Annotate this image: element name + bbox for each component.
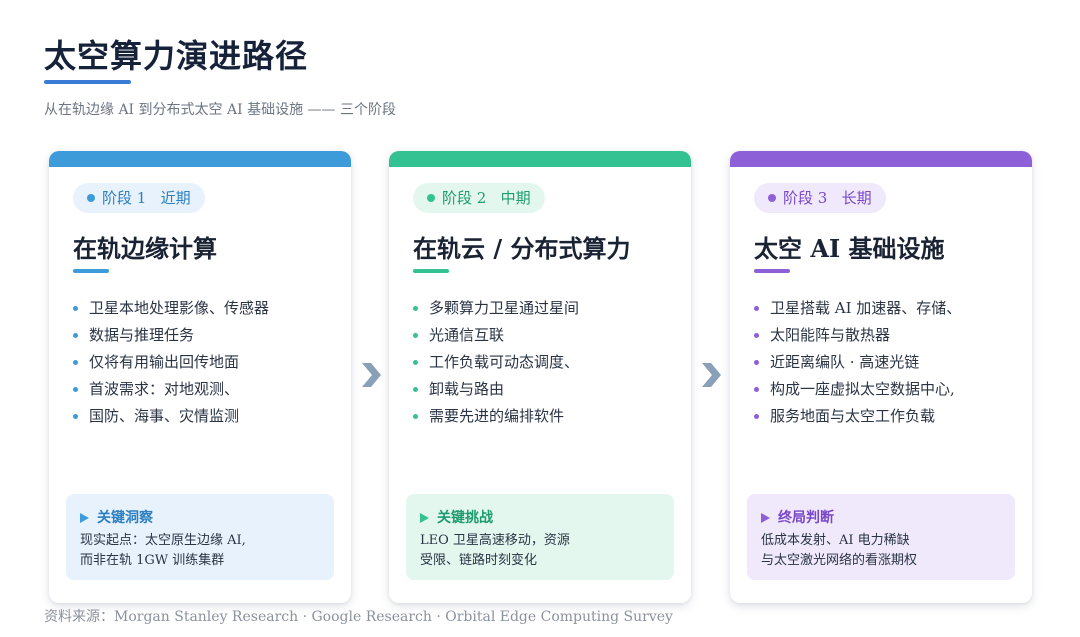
list-item: 太阳能阵与散热器 — [754, 322, 961, 349]
title-underline — [44, 80, 131, 84]
stage-3-insight-line-1: 低成本发射、AI 电力稀缺 — [761, 533, 910, 548]
list-item: 工作负载可动态调度、 — [413, 349, 579, 376]
bullet-text: 光通信互联 — [429, 326, 505, 344]
stage-1-bullet-list: 卫星本地处理影像、传感器 数据与推理任务 仅将有用输出回传地面 首波需求：对地观… — [73, 295, 269, 430]
bullet-dot-icon — [413, 414, 418, 419]
bullet-dot-icon — [73, 333, 78, 338]
stage-2-badge-label: 阶段 2 中期 — [442, 189, 531, 207]
bullet-dot-icon — [73, 414, 78, 419]
bullet-dot-icon — [754, 333, 759, 338]
bullet-text: 多颗算力卫星通过星间 — [429, 299, 580, 317]
bullet-text: 服务地面与太空工作负载 — [770, 407, 936, 425]
list-item: 仅将有用输出回传地面 — [73, 349, 269, 376]
stage-2-title-underline — [413, 269, 449, 273]
bullet-text: 国防、海事、灾情监测 — [89, 407, 240, 425]
bullet-text: 需要先进的编排软件 — [429, 407, 565, 425]
stage-card-3: 阶段 3 长期 太空 AI 基础设施 卫星搭载 AI 加速器、存储、 太阳能阵与… — [730, 151, 1032, 603]
bullet-dot-icon — [413, 306, 418, 311]
bullet-text: 工作负载可动态调度、 — [429, 353, 580, 371]
stage-2-insight-line-2: 受限、链路时刻变化 — [420, 553, 538, 568]
list-item: 首波需求：对地观测、 — [73, 376, 269, 403]
bullet-dot-icon — [754, 387, 759, 392]
stage-3-insight-box: 终局判断 低成本发射、AI 电力稀缺 与太空激光网络的看涨期权 — [747, 494, 1015, 580]
stage-3-title: 太空 AI 基础设施 — [754, 234, 945, 263]
stage-card-2-top-bar — [389, 151, 691, 167]
stage-3-bullet-list: 卫星搭载 AI 加速器、存储、 太阳能阵与散热器 近距离编队 · 高速光链 构成… — [754, 295, 961, 430]
bullet-dot-icon — [73, 360, 78, 365]
source-note: 资料来源：Morgan Stanley Research · Google Re… — [44, 609, 673, 625]
stage-3-insight-title: 终局判断 — [778, 510, 834, 526]
chevron-right-icon — [362, 363, 381, 387]
page-subtitle: 从在轨边缘 AI 到分布式太空 AI 基础设施 —— 三个阶段 — [44, 102, 396, 118]
bullet-text: 仅将有用输出回传地面 — [89, 353, 240, 371]
list-item: 卫星搭载 AI 加速器、存储、 — [754, 295, 961, 322]
bullet-dot-icon — [413, 387, 418, 392]
stage-2-insight-box: 关键挑战 LEO 卫星高速移动，资源 受限、链路时刻变化 — [406, 494, 674, 580]
bullet-dot-icon — [73, 387, 78, 392]
stage-1-insight-title: 关键洞察 — [97, 510, 153, 526]
stage-card-3-top-bar — [730, 151, 1032, 167]
list-item: 构成一座虚拟太空数据中心, — [754, 376, 961, 403]
list-item: 需要先进的编排软件 — [413, 403, 579, 430]
badge-dot-icon — [768, 194, 776, 202]
stage-1-insight-line-1: 现实起点：太空原生边缘 AI, — [80, 533, 246, 548]
insight-triangle-icon — [420, 513, 429, 523]
bullet-text: 首波需求：对地观测、 — [89, 380, 240, 398]
stage-2-insight-header: 关键挑战 — [420, 508, 660, 528]
bullet-text: 卫星本地处理影像、传感器 — [89, 299, 270, 317]
list-item: 近距离编队 · 高速光链 — [754, 349, 961, 376]
stage-3-insight-header: 终局判断 — [761, 508, 1001, 528]
bullet-dot-icon — [754, 360, 759, 365]
list-item: 国防、海事、灾情监测 — [73, 403, 269, 430]
bullet-text: 卸载与路由 — [429, 380, 505, 398]
stage-3-title-underline — [754, 269, 790, 273]
stage-2-bullet-list: 多颗算力卫星通过星间 光通信互联 工作负载可动态调度、 卸载与路由 需要先进的编… — [413, 295, 579, 430]
page-title: 太空算力演进路径 — [44, 37, 309, 75]
bullet-dot-icon — [413, 360, 418, 365]
stage-1-insight-line-2: 而非在轨 1GW 训练集群 — [80, 553, 225, 568]
stage-1-badge: 阶段 1 近期 — [73, 183, 205, 213]
stage-3-badge-label: 阶段 3 长期 — [783, 189, 872, 207]
list-item: 多颗算力卫星通过星间 — [413, 295, 579, 322]
stage-3-insight-line-2: 与太空激光网络的看涨期权 — [761, 553, 918, 568]
bullet-dot-icon — [754, 306, 759, 311]
bullet-text: 太阳能阵与散热器 — [770, 326, 891, 344]
list-item: 卸载与路由 — [413, 376, 579, 403]
bullet-text: 卫星搭载 AI 加速器、存储、 — [770, 299, 962, 317]
list-item: 服务地面与太空工作负载 — [754, 403, 961, 430]
bullet-text: 数据与推理任务 — [89, 326, 195, 344]
bullet-text: 构成一座虚拟太空数据中心, — [770, 380, 955, 398]
chevron-right-icon — [702, 363, 721, 387]
stage-card-1-top-bar — [49, 151, 351, 167]
stage-1-title: 在轨边缘计算 — [73, 234, 217, 263]
stage-2-insight-title: 关键挑战 — [437, 510, 493, 526]
stage-card-1: 阶段 1 近期 在轨边缘计算 卫星本地处理影像、传感器 数据与推理任务 仅将有用… — [49, 151, 351, 603]
stage-card-2: 阶段 2 中期 在轨云 / 分布式算力 多颗算力卫星通过星间 光通信互联 工作负… — [389, 151, 691, 603]
bullet-dot-icon — [413, 333, 418, 338]
bullet-dot-icon — [73, 306, 78, 311]
stage-1-insight-header: 关键洞察 — [80, 508, 320, 528]
stage-2-badge: 阶段 2 中期 — [413, 183, 545, 213]
bullet-dot-icon — [754, 414, 759, 419]
insight-triangle-icon — [80, 513, 89, 523]
badge-dot-icon — [427, 194, 435, 202]
list-item: 卫星本地处理影像、传感器 — [73, 295, 269, 322]
stage-3-badge: 阶段 3 长期 — [754, 183, 886, 213]
stage-1-insight-box: 关键洞察 现实起点：太空原生边缘 AI, 而非在轨 1GW 训练集群 — [66, 494, 334, 580]
bullet-text: 近距离编队 · 高速光链 — [770, 353, 920, 371]
list-item: 数据与推理任务 — [73, 322, 269, 349]
stage-2-insight-line-1: LEO 卫星高速移动，资源 — [420, 533, 570, 548]
list-item: 光通信互联 — [413, 322, 579, 349]
stage-2-title: 在轨云 / 分布式算力 — [413, 234, 631, 263]
insight-triangle-icon — [761, 513, 770, 523]
stage-1-title-underline — [73, 269, 109, 273]
badge-dot-icon — [87, 194, 95, 202]
stage-1-badge-label: 阶段 1 近期 — [102, 189, 191, 207]
